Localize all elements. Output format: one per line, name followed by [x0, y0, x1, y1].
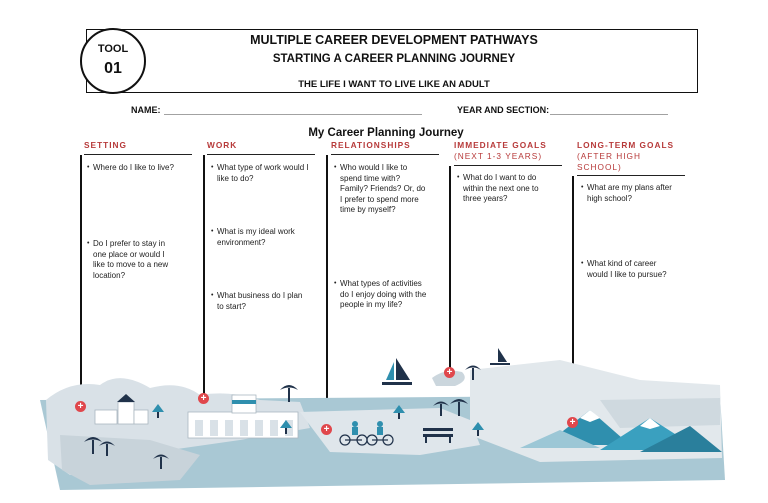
colonnade-tower-stripe	[232, 400, 256, 404]
immediate-goals-subheading: (NEXT 1-3 YEARS)	[454, 151, 543, 161]
teal-trees	[152, 404, 484, 436]
cyclists	[339, 434, 394, 446]
work-marker-icon: +	[198, 393, 209, 404]
work-divider	[207, 154, 315, 155]
sailboat-small	[490, 348, 510, 365]
name-field[interactable]: ________________________________________…	[164, 105, 422, 115]
building-1	[94, 409, 118, 425]
setting-divider	[84, 154, 192, 155]
palm-trees	[84, 365, 481, 469]
small-island	[432, 370, 465, 386]
relationships-question-1: •Who would I like to spend time with? Fa…	[334, 163, 426, 214]
year-section-field[interactable]: ______________________________	[550, 105, 668, 115]
sailboat-large	[382, 358, 412, 385]
relationships-marker-icon: +	[321, 424, 332, 435]
name-label: NAME:	[131, 105, 161, 115]
work-heading: WORK	[207, 140, 238, 150]
document-tagline: THE LIFE I WANT TO LIVE LIKE AN ADULT	[298, 79, 490, 90]
immediate-goals-marker-icon: +	[444, 367, 455, 378]
long-term-goals-divider	[577, 175, 685, 176]
work-path-line	[203, 155, 205, 398]
building-3	[133, 409, 149, 425]
setting-question-1: •Where do I like to live?	[87, 163, 174, 172]
hill-1	[520, 430, 600, 448]
tool-number: 01	[104, 60, 122, 77]
cyclist-bodies	[352, 421, 383, 435]
long-term-goals-path-line	[572, 176, 574, 422]
work-question-2: •What is my ideal work environment?	[211, 227, 295, 247]
setting-path-line	[80, 155, 82, 405]
work-question-1: •What type of work would I like to do?	[211, 163, 309, 183]
middle-land	[300, 408, 480, 455]
immediate-goals-question-1: •What do I want to do within the next on…	[457, 173, 539, 203]
document-subtitle: STARTING A CAREER PLANNING JOURNEY	[272, 53, 516, 65]
setting-heading: SETTING	[84, 140, 127, 150]
park-bench	[423, 428, 453, 443]
setting-question-2: •Do I prefer to stay in one place or wou…	[87, 239, 169, 280]
long-term-goals-subheading: (AFTER HIGH SCHOOL)	[577, 151, 642, 172]
long-term-goals-heading: LONG-TERM GOALS	[577, 140, 675, 150]
landscape-illustration	[40, 348, 725, 490]
immediate-goals-divider	[454, 165, 562, 166]
mountain-snow-2	[640, 418, 660, 429]
work-question-3: •What business do I plan to start?	[211, 291, 303, 311]
immediate-goals-path-line	[449, 166, 451, 372]
building-2	[117, 401, 135, 425]
document-title: MULTIPLE CAREER DEVELOPMENT PATHWAYS	[250, 33, 538, 47]
long-term-goals-marker-icon: +	[567, 417, 578, 428]
tool-badge: TOOL 01	[80, 28, 146, 94]
relationships-question-2: •What types of activities do I enjoy doi…	[334, 279, 427, 309]
mountain-3	[640, 426, 722, 452]
relationships-heading: RELATIONSHIPS	[331, 140, 411, 150]
building-2-roof	[117, 394, 135, 402]
year-section-label: YEAR AND SECTION:	[457, 105, 550, 115]
relationships-path-line	[326, 155, 328, 429]
right-land-strip	[600, 398, 720, 428]
immediate-goals-heading: IMMEDIATE GOALS	[454, 140, 547, 150]
setting-marker-icon: +	[75, 401, 86, 412]
long-term-goals-question-2: •What kind of career would I like to pur…	[581, 259, 667, 279]
tool-label: TOOL	[97, 43, 129, 55]
relationships-divider	[331, 154, 439, 155]
journey-title: My Career Planning Journey	[308, 127, 464, 139]
left-island-lower	[60, 435, 200, 485]
mountain-snow-1	[580, 410, 600, 422]
long-term-goals-question-1: •What are my plans after high school?	[581, 183, 672, 203]
